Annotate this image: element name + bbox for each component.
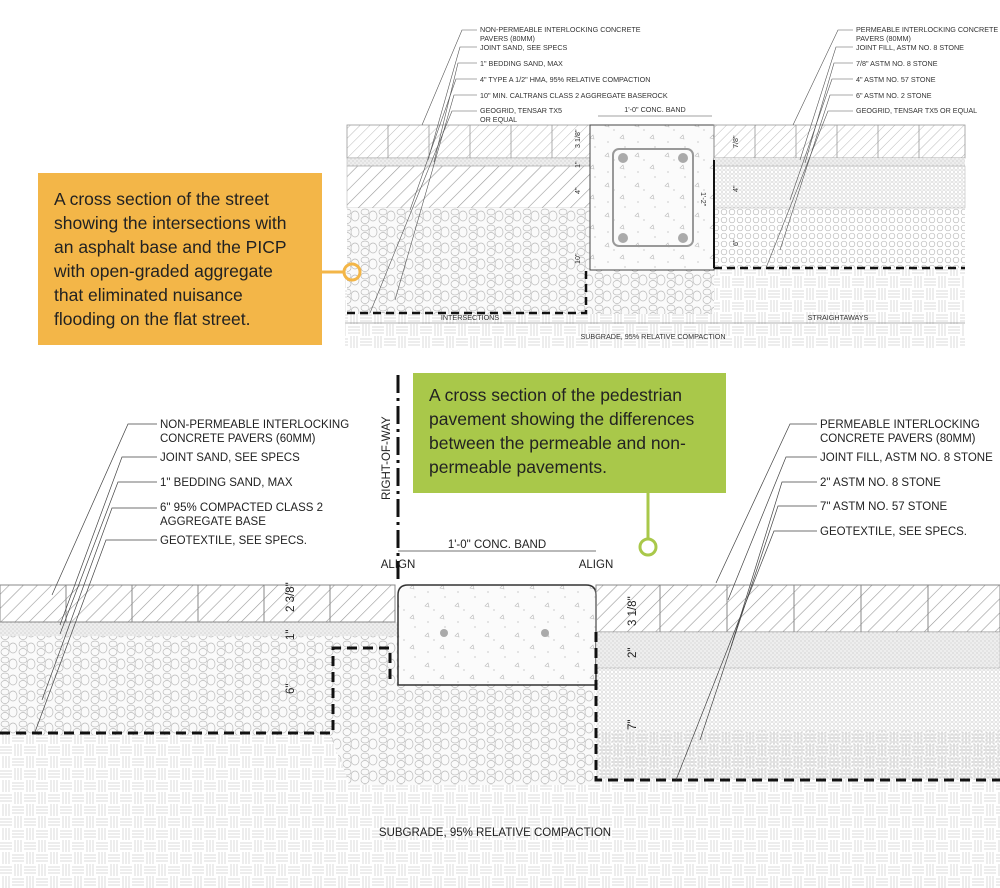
label-geogrid-2: OR EQUAL [480,115,517,124]
ped-stone57-layer [596,668,1000,780]
label-joint-sand: JOINT SAND, SEE SPECS [480,43,568,52]
ped-right-leaders [675,423,817,781]
label-joint-fill: JOINT FILL, ASTM NO. 8 STONE [856,43,964,52]
pedestrian-cross-section: RIGHT-OF-WAY 1'-0" CONC. BAND ALIGN ALIG… [0,375,1000,888]
dim-bedding: 1" [573,161,582,168]
street-right-pavers [713,124,966,159]
rebar-cage [612,148,694,247]
ped-geotextile-right [594,632,1000,782]
ped-label-stone57: 7" ASTM NO. 57 STONE [820,501,948,513]
ped-label-geotextile: GEOTEXTILE, SEE SPECS. [160,535,307,547]
concrete-band [589,124,715,271]
dim-stone57: 4" [731,185,740,192]
ped-left-pavers [0,584,396,623]
geogrid-line-left [347,268,588,315]
dim-stone2: 6" [731,239,740,246]
stone-57-layer [713,165,966,209]
street-right-leaders [765,29,853,269]
aggregate-base-layer [347,208,590,314]
align-label-right: ALIGN [579,559,614,571]
street-cross-section: 1'-0" CONC. BAND 3 1/8" 1" 4" 10" 1'-2" … [322,25,998,348]
ped-dim-right-paver: 3 1/8" [627,596,639,626]
ped-subgrade-label: SUBGRADE, 95% RELATIVE COMPACTION [379,827,611,839]
street-right-labels: PERMEABLE INTERLOCKING CONCRETE PAVERS (… [856,25,998,115]
ped-stone8-layer [595,631,1000,669]
ped-concrete-band [397,584,597,686]
ped-left-labels: NON-PERMEABLE INTERLOCKING CONCRETE PAVE… [160,419,349,547]
ped-band-label: 1'-0" CONC. BAND [448,539,546,551]
ped-label-geotextile-right: GEOTEXTILE, SEE SPECS. [820,526,967,538]
label-nonperm-pavers: NON-PERMEABLE INTERLOCKING CONCRETE [480,25,641,34]
ped-label-nonperm-pavers-2: CONCRETE PAVERS (60MM) [160,433,316,445]
dim-hma: 4" [573,187,582,194]
label-stone8: 7/8" ASTM NO. 8 STONE [856,59,938,68]
align-label-left: ALIGN [381,559,416,571]
ped-band-base [398,685,595,785]
ped-label-aggregate: 6" 95% COMPACTED CLASS 2 [160,502,323,514]
ped-label-perm-pavers-2: CONCRETE PAVERS (80MM) [820,433,976,445]
ped-label-joint-fill: JOINT FILL, ASTM NO. 8 STONE [820,452,993,464]
ped-label-joint-sand: JOINT SAND, SEE SPECS [160,452,300,464]
ped-label-aggregate-2: AGGREGATE BASE [160,516,266,528]
street-band-label: 1'-0" CONC. BAND [624,105,685,114]
ped-right-labels: PERMEABLE INTERLOCKING CONCRETE PAVERS (… [820,419,993,538]
label-perm-pavers: PERMEABLE INTERLOCKING CONCRETE [856,25,998,34]
ped-label-stone8: 2" ASTM NO. 8 STONE [820,477,941,489]
straightaways-label: STRAIGHTAWAYS [808,313,869,322]
ped-dim-left-paver: 2 3/8" [285,582,297,612]
stone-2-layer [714,208,965,268]
street-callout: A cross section of the street showing th… [38,173,322,345]
right-of-way-label: RIGHT-OF-WAY [381,416,393,500]
ped-dim-bedding: 1" [285,630,297,640]
street-left-labels: NON-PERMEABLE INTERLOCKING CONCRETE PAVE… [480,25,668,124]
dim-stone8: 7/8" [731,135,740,148]
label-perm-pavers-2: PAVERS (80MM) [856,34,911,43]
ped-dim-stone57: 7" [627,720,639,730]
street-left-pavers [346,124,591,159]
ped-label-nonperm-pavers: NON-PERMEABLE INTERLOCKING [160,419,349,431]
ped-dim-base: 6" [285,684,297,694]
dim-band: 1'-2" [699,192,708,207]
ped-bedding-layer [0,622,398,636]
orange-pin-marker [342,262,362,282]
dim-paver: 3 1/8" [573,129,582,148]
ped-geotextile-left [0,646,392,735]
street-left-leaders [369,29,477,314]
pedestrian-callout: A cross section of the pedestrian paveme… [413,373,726,493]
intersections-label: INTERSECTIONS [441,313,500,322]
band-base-layer [590,270,714,314]
ped-dim-stone8: 2" [627,648,639,658]
label-geogrid: GEOGRID, TENSAR TX5 [480,106,562,115]
label-stone2: 6" ASTM NO. 2 STONE [856,91,932,100]
ped-aggregate-base [0,636,398,785]
green-pin-marker [638,537,658,557]
stone-8-layer [714,158,965,166]
ped-right-pavers [595,584,1000,633]
ped-left-leaders [34,423,157,733]
rebar-dots [618,153,688,243]
street-subgrade-label: SUBGRADE, 95% RELATIVE COMPACTION [580,332,725,341]
ped-label-perm-pavers: PERMEABLE INTERLOCKING [820,419,980,431]
dim-base: 10" [573,253,582,264]
label-hma: 4" TYPE A 1/2" HMA, 95% RELATIVE COMPACT… [480,75,650,84]
label-stone57: 4" ASTM NO. 57 STONE [856,75,936,84]
ped-label-bedding-sand: 1" BEDDING SAND, MAX [160,477,293,489]
bedding-sand-layer [346,157,591,167]
label-nonperm-pavers-2: PAVERS (80MM) [480,34,535,43]
label-geogrid-right: GEOGRID, TENSAR TX5 OR EQUAL [856,106,977,115]
label-baserock: 10" MIN. CALTRANS CLASS 2 AGGREGATE BASE… [480,91,668,100]
label-bedding-sand: 1" BEDDING SAND, MAX [480,59,563,68]
hma-layer [346,165,591,209]
